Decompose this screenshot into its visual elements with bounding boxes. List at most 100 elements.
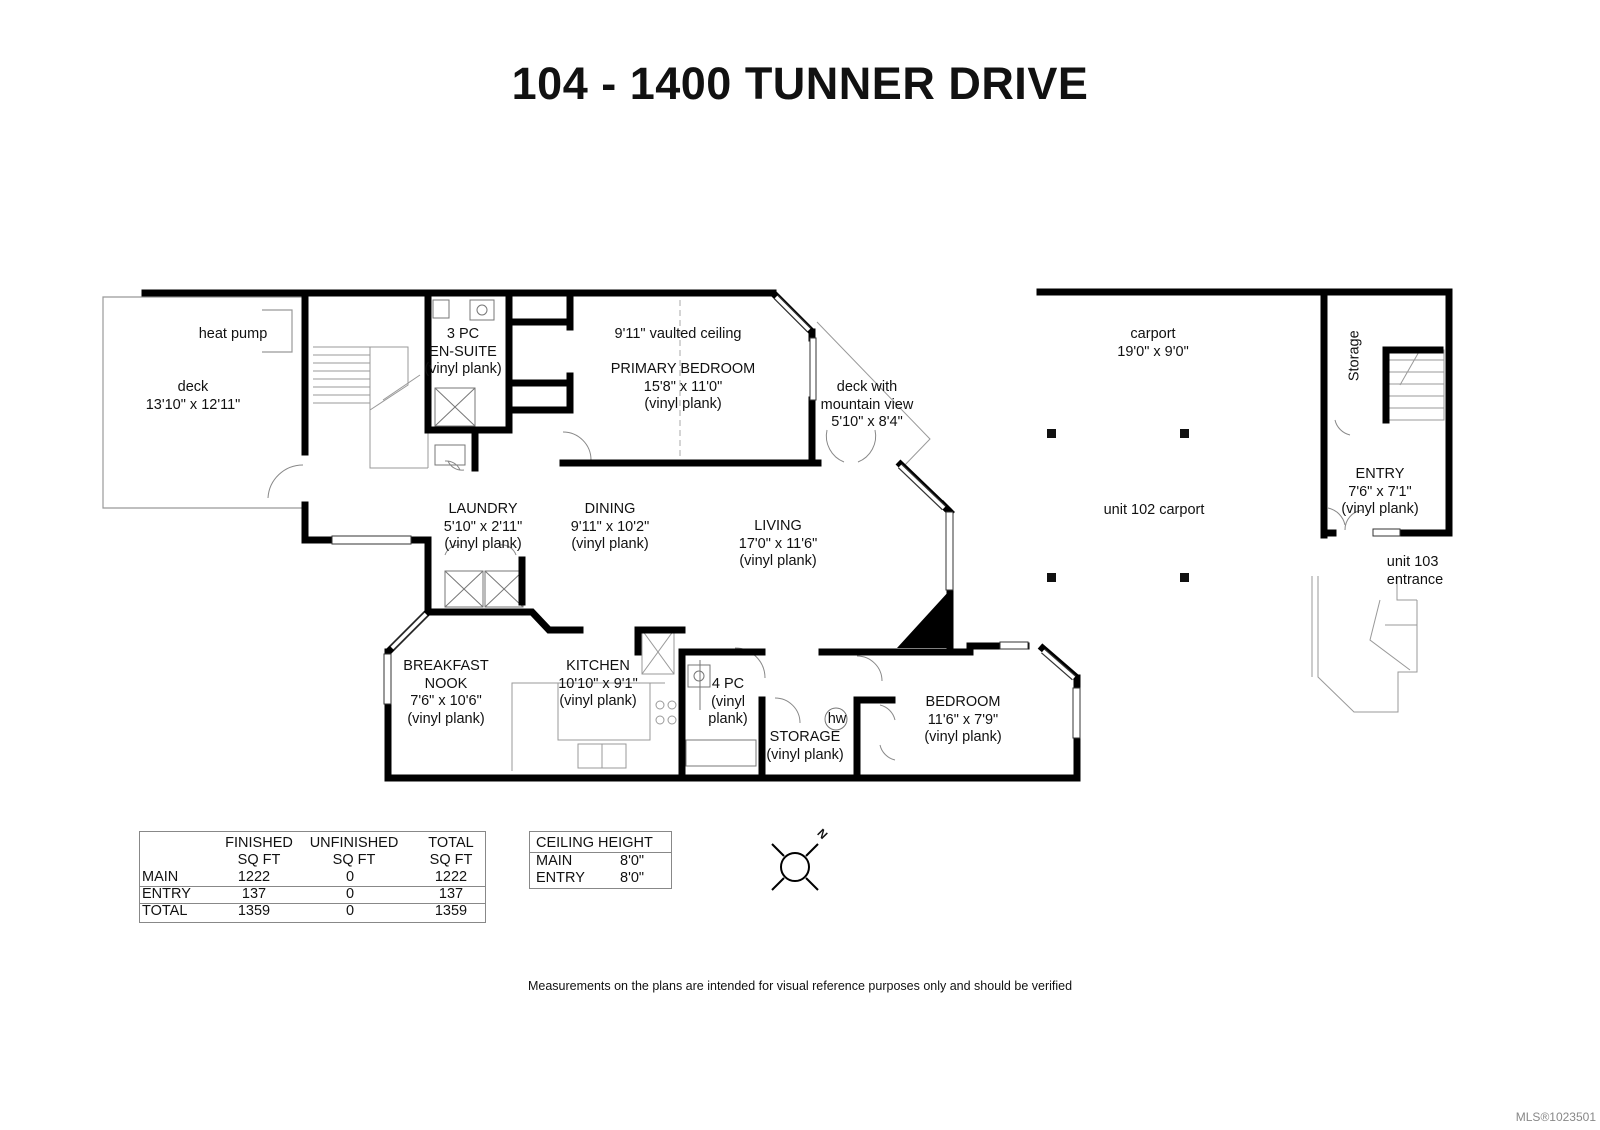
room-size: 19'0" x 9'0": [1117, 343, 1189, 360]
room-size: 7'6" x 7'1": [1348, 483, 1412, 500]
room-floor: (vinyl: [711, 693, 745, 710]
room-size: 9'11" x 10'2": [570, 518, 650, 535]
room-name: PRIMARY BEDROOM: [610, 361, 756, 377]
row-label: TOTAL: [142, 903, 188, 919]
laundry-appliances: [444, 570, 524, 608]
table-divider: [140, 903, 485, 904]
room-laundry: LAUNDRY 5'10" x 2'11" (vinyl plank): [444, 501, 522, 554]
room-size: 11'6" x 7'9": [927, 711, 999, 728]
room-bedroom: BEDROOM 11'6" x 7'9" (vinyl plank): [924, 694, 1001, 747]
hw-label: hw: [827, 711, 847, 727]
room-name: deck with: [836, 379, 898, 395]
kitchen-counters: [511, 629, 677, 771]
row-finished: 1359: [237, 903, 271, 919]
deck-outline: [102, 296, 305, 509]
header-unfinished-1: UNFINISHED: [309, 835, 399, 851]
room-floor: (vinyl plank): [766, 746, 844, 763]
room-name: ENTRY: [1355, 466, 1405, 482]
room-entry: ENTRY 7'6" x 7'1" (vinyl plank): [1341, 466, 1418, 519]
bath-fixtures: [685, 660, 757, 767]
table-divider: [140, 886, 485, 887]
label-line-1: unit 103: [1386, 554, 1439, 570]
room-primary-bedroom: PRIMARY BEDROOM 15'8" x 11'0" (vinyl pla…: [611, 361, 756, 414]
room-floor: (vinyl plank): [1341, 501, 1419, 517]
room-4pc-bath: 4 PC (vinyl plank): [708, 676, 748, 729]
room-carport: carport 19'0" x 9'0": [1117, 326, 1188, 361]
room-size: 13'10" x 12'11": [145, 396, 241, 413]
room-floor: (vinyl plank): [424, 361, 502, 377]
mls-number: MLS®1023501: [1515, 1110, 1596, 1124]
unit103-stairs: [1311, 576, 1418, 713]
room-size: 5'10" x 8'4": [831, 414, 903, 430]
room-name-2: NOOK: [424, 675, 468, 692]
windows: [331, 337, 1401, 739]
header-total-1: TOTAL: [428, 835, 474, 851]
room-name: 4 PC: [711, 676, 745, 692]
diagonal-window-glass: [390, 295, 1076, 680]
room-name-2: mountain view: [820, 396, 914, 413]
table-divider: [530, 852, 671, 853]
room-name: LIVING: [754, 518, 802, 534]
room-name: 3 PC: [446, 326, 480, 342]
room-deck: deck 13'10" x 12'11": [146, 379, 241, 414]
ceiling-height-table: CEILING HEIGHT MAIN 8'0" ENTRY 8'0": [529, 831, 672, 889]
room-name: deck: [177, 379, 209, 395]
room-floor: (vinyl plank): [571, 536, 649, 552]
room-storage: STORAGE (vinyl plank): [766, 729, 843, 764]
room-size: 15'8" x 11'0": [643, 378, 723, 395]
header-finished-2: SQ FT: [237, 852, 281, 868]
room-name-2: EN-SUITE: [429, 343, 497, 360]
row-total: 1222: [434, 869, 468, 885]
carport-posts: [1047, 429, 1189, 582]
room-breakfast-nook: BREAKFAST NOOK 7'6" x 10'6" (vinyl plank…: [403, 658, 488, 728]
room-ensuite: 3 PC EN-SUITE (vinyl plank): [424, 326, 501, 379]
row-label: MAIN: [142, 869, 179, 885]
row-value: 8'0": [620, 870, 645, 886]
area-table: FINISHED SQ FT UNFINISHED SQ FT TOTAL SQ…: [139, 831, 486, 923]
room-floor: (vinyl plank): [924, 729, 1002, 745]
room-kitchen: KITCHEN 10'10" x 9'1" (vinyl plank): [558, 658, 638, 711]
unit103-entrance-label: unit 103 entrance: [1387, 554, 1443, 589]
room-living: LIVING 17'0" x 11'6" (vinyl plank): [739, 518, 817, 571]
row-label: MAIN: [536, 853, 573, 869]
disclaimer-text: Measurements on the plans are intended f…: [527, 979, 1073, 993]
row-label: ENTRY: [536, 870, 585, 886]
room-floor: (vinyl plank): [739, 553, 817, 569]
page-title: 104 - 1400 TUNNER DRIVE: [511, 58, 1089, 109]
structural-wedge: [897, 590, 950, 648]
row-value: 8'0": [620, 853, 645, 869]
row-unfinished: 0: [345, 903, 355, 919]
room-floor: (vinyl plank): [407, 710, 485, 727]
row-unfinished: 0: [345, 869, 355, 885]
row-label: ENTRY: [142, 886, 191, 902]
heat-pump-label: heat pump: [198, 326, 268, 342]
room-deck-view: deck with mountain view 5'10" x 8'4": [821, 379, 914, 432]
room-name: BREAKFAST: [403, 658, 489, 674]
water-heater-outline: [824, 707, 848, 731]
room-size: 5'10" x 2'11": [443, 518, 523, 535]
row-unfinished: 0: [345, 886, 355, 902]
header-unfinished-2: SQ FT: [332, 852, 376, 868]
room-floor: (vinyl plank): [444, 536, 522, 552]
room-name: LAUNDRY: [448, 501, 518, 517]
entry-storage-label: Storage: [1346, 330, 1363, 382]
header-finished-1: FINISHED: [225, 835, 293, 851]
row-finished: 1222: [237, 869, 271, 885]
room-name: carport: [1130, 326, 1176, 342]
room-size: 17'0" x 11'6": [738, 535, 818, 552]
room-size: 7'6" x 10'6": [410, 693, 482, 709]
row-finished: 137: [241, 886, 267, 902]
room-floor-2: plank): [708, 711, 748, 727]
room-name: DINING: [584, 501, 636, 517]
vaulted-ceiling-label: 9'11" vaulted ceiling: [614, 326, 742, 342]
ceiling-header: CEILING HEIGHT: [536, 835, 653, 851]
main-stairs: [313, 346, 429, 469]
room-size: 10'10" x 9'1": [558, 675, 638, 692]
view-deck-outline: [816, 321, 931, 469]
row-total: 1359: [434, 903, 468, 919]
room-name: BEDROOM: [925, 694, 1001, 710]
unit102-carport-label: unit 102 carport: [1103, 502, 1205, 518]
room-floor: (vinyl plank): [644, 396, 722, 412]
entry-stairs: [1388, 349, 1445, 421]
